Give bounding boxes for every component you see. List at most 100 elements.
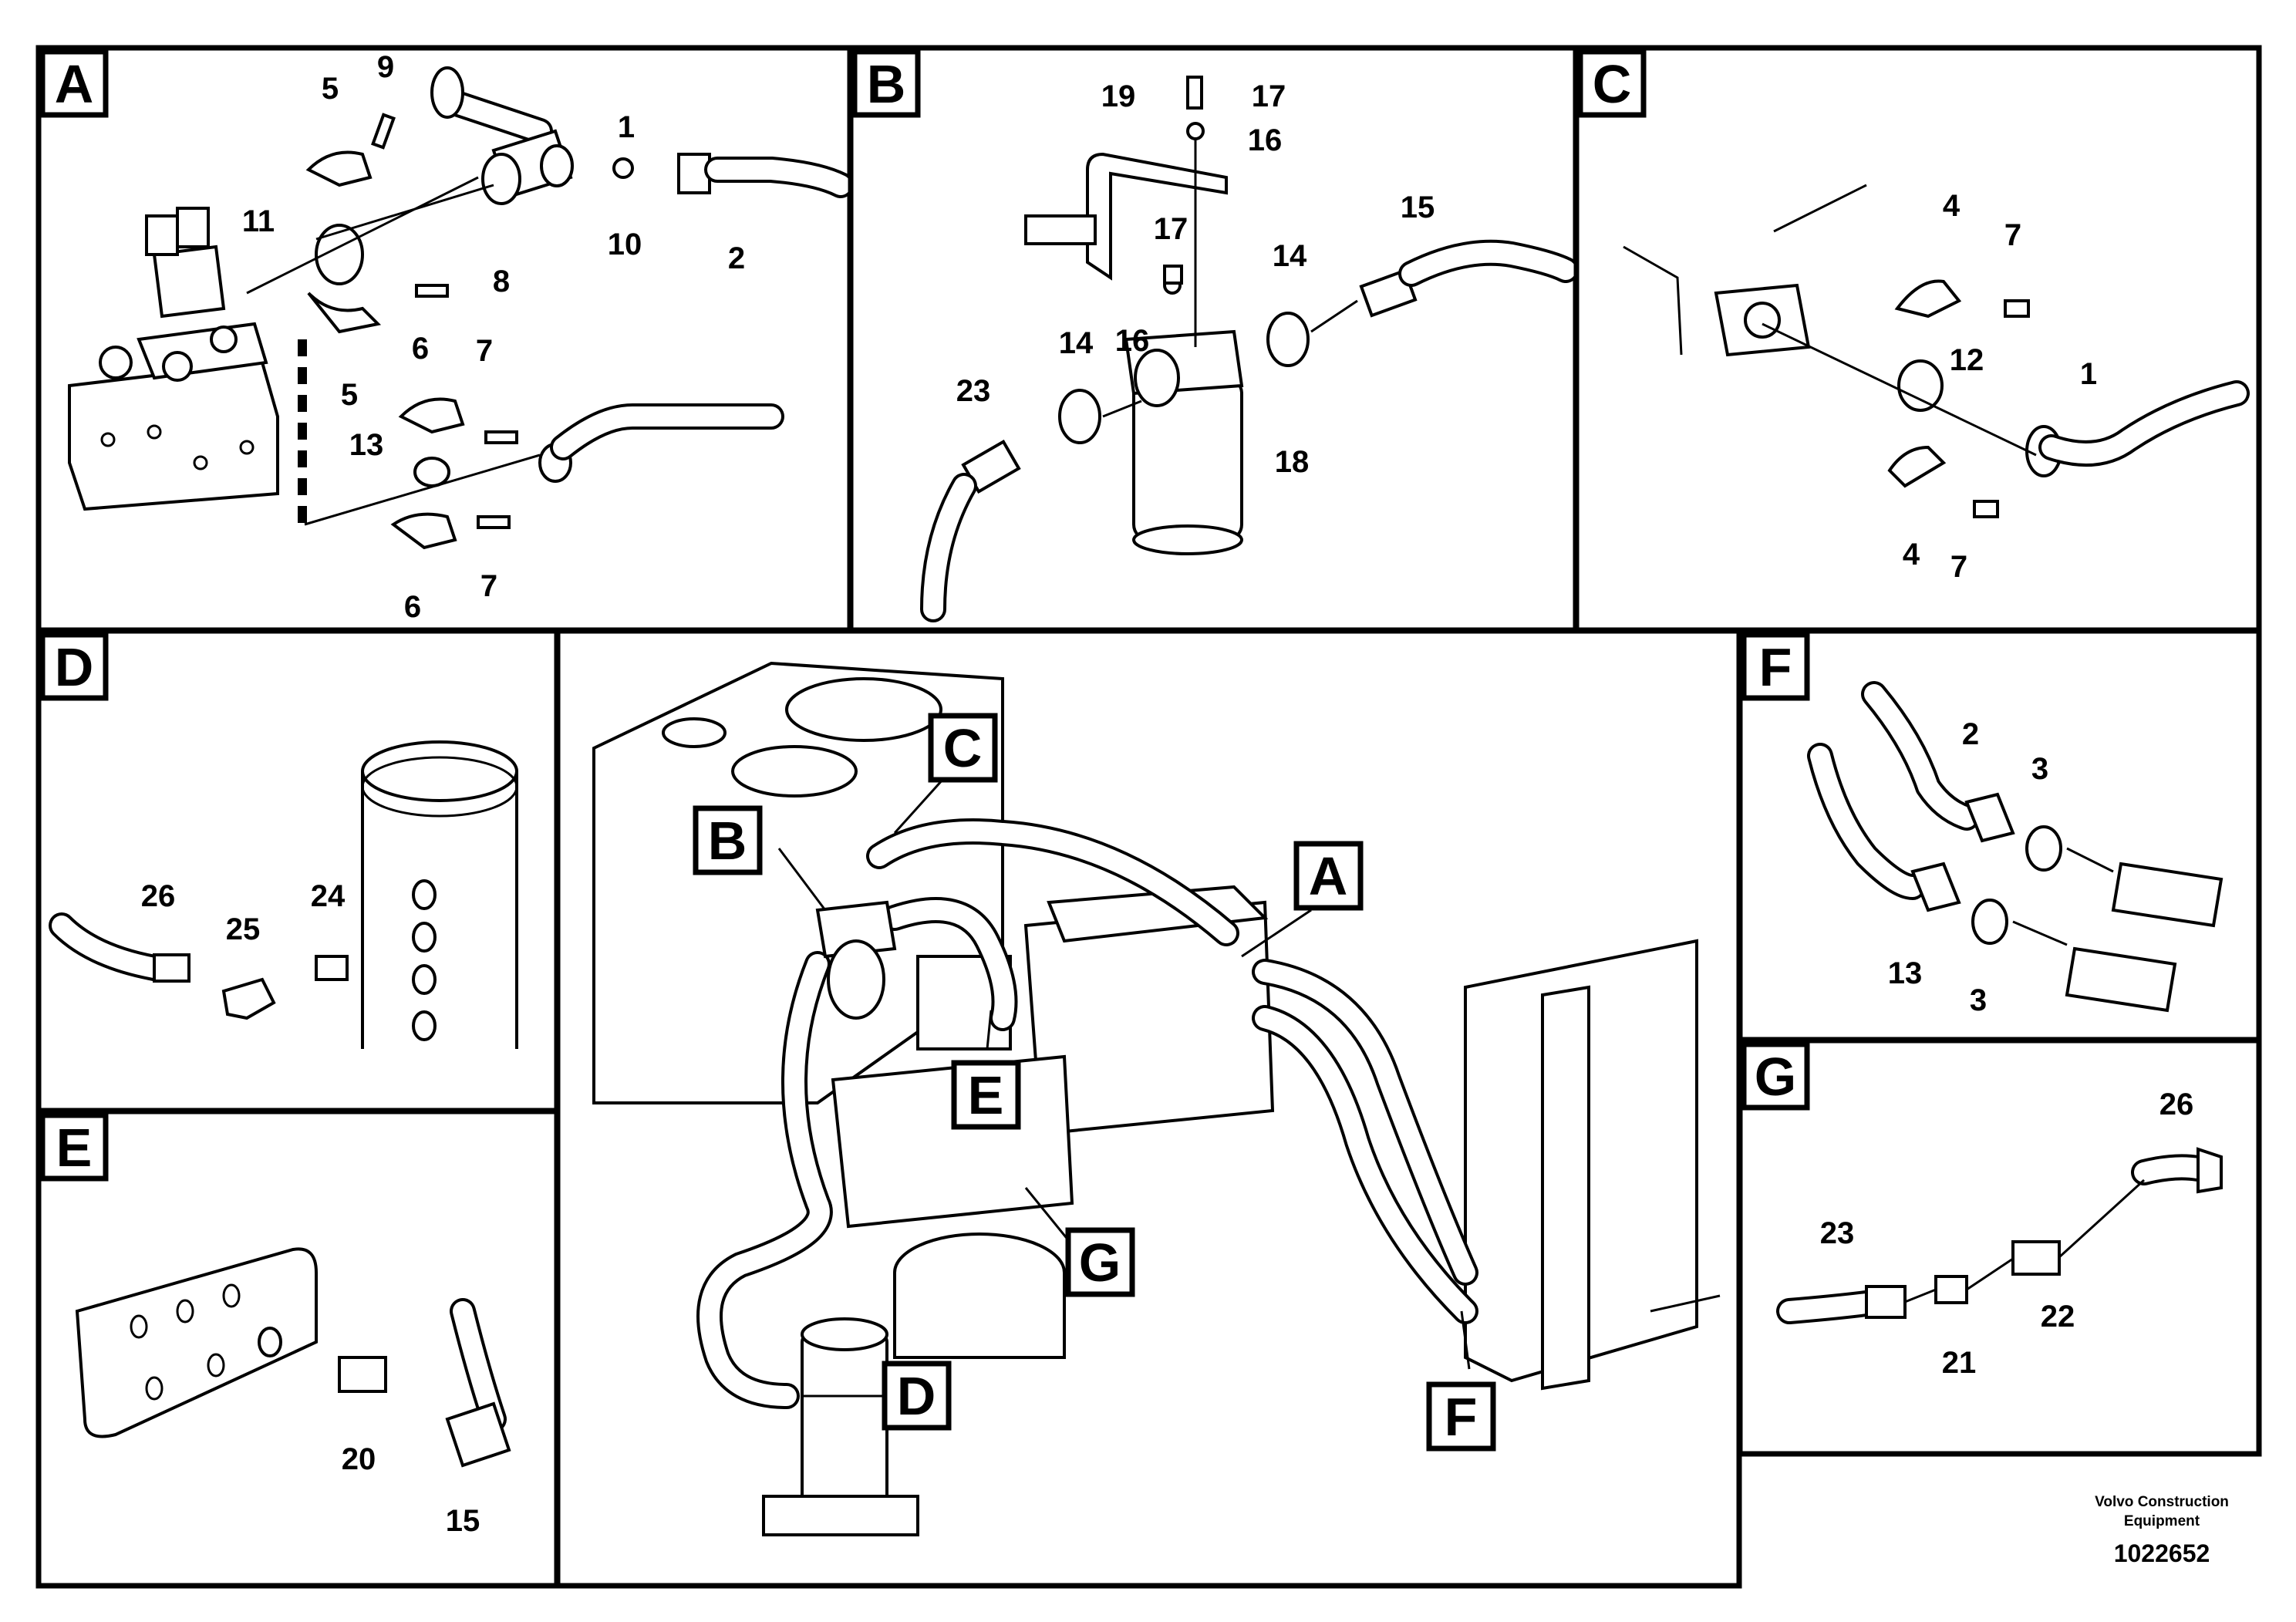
clamp-half-6-top (398, 397, 465, 434)
part-number-17: 17 (1252, 79, 1286, 113)
panel-g: G 23 21 22 26 (1737, 1037, 2262, 1457)
part-number-5: 5 (341, 378, 358, 412)
part-number-3: 3 (2031, 752, 2048, 786)
part-number-12: 12 (1950, 343, 1984, 377)
panel-e: E 20 15 (35, 1108, 560, 1589)
part-number-13: 13 (1888, 956, 1923, 990)
callout-e: E (968, 1065, 1004, 1125)
adapter-14-right (1266, 312, 1310, 367)
part-number-20: 20 (342, 1442, 376, 1476)
hose-13 (538, 403, 784, 483)
panel-d: D 26 25 24 (35, 628, 560, 1114)
hose-1-panel-c (2025, 380, 2250, 477)
adapter-21 (1934, 1275, 1968, 1304)
part-number-17: 17 (1154, 212, 1188, 246)
callout-c: C (943, 718, 983, 778)
callout-d: D (897, 1366, 936, 1426)
adapter-20 (338, 1356, 387, 1393)
part-number-1: 1 (2080, 357, 2097, 391)
part-number-24: 24 (311, 879, 346, 913)
part-number-15: 15 (446, 1504, 480, 1538)
callout-a: A (1309, 846, 1348, 906)
panel-f-label: F (1759, 637, 1792, 697)
adapter-22 (2011, 1240, 2061, 1276)
part-number-7: 7 (476, 334, 493, 368)
part-number-16: 16 (1248, 123, 1283, 157)
main-assembly-view: C B A E G D F (555, 628, 1742, 1589)
part-number-14: 14 (1059, 326, 1094, 360)
panel-c-label: C (1593, 54, 1632, 114)
panel-e-label: E (56, 1118, 93, 1178)
clamp-half-4-bottom (1887, 445, 1947, 488)
clamp-half-5-top (305, 150, 373, 187)
panel-f: F 2 3 13 3 (1737, 628, 2262, 1043)
panel-g-label: G (1755, 1047, 1796, 1107)
callout-b: B (708, 811, 747, 871)
part-number-23: 23 (956, 374, 991, 408)
part-number-15: 15 (1401, 191, 1435, 224)
adapter-14-left (1058, 389, 1101, 444)
part-number-23: 23 (1820, 1216, 1855, 1250)
part-number-5: 5 (322, 72, 339, 106)
part-number-1: 1 (618, 110, 635, 144)
panel-b: B 19 17 (848, 45, 1579, 633)
hose-2 (612, 153, 854, 198)
part-number-4: 4 (1943, 189, 1961, 223)
adapter-24 (315, 955, 349, 981)
swivel-cylinder (361, 740, 518, 1049)
callout-g: G (1079, 1233, 1121, 1293)
part-number-7: 7 (480, 569, 497, 603)
panel-d-label: D (55, 637, 94, 697)
part-number-16: 16 (1115, 324, 1150, 358)
control-valve-block (68, 207, 307, 532)
clamp-half-5-bottom (307, 292, 382, 334)
part-number-14: 14 (1273, 239, 1307, 273)
adapter-3-upper (2025, 825, 2062, 872)
elbow-25 (221, 977, 276, 1020)
clamp-half-6-bottom (390, 512, 457, 550)
part-number-6: 6 (412, 332, 429, 366)
brand-line-2: Equipment (2124, 1513, 2200, 1529)
part-number-26: 26 (141, 879, 176, 913)
part-number-3: 3 (1970, 983, 1987, 1017)
panel-b-label: B (867, 54, 906, 114)
mounting-plate (75, 1247, 318, 1438)
hose-15 (1359, 239, 1579, 318)
panel-a-label: A (55, 54, 94, 114)
part-number-22: 22 (2041, 1300, 2075, 1334)
part-number-8: 8 (493, 265, 510, 298)
part-number-13: 13 (349, 428, 384, 462)
part-number-21: 21 (1942, 1346, 1977, 1380)
part-number-6: 6 (404, 590, 421, 624)
oil-cooler (1464, 939, 1721, 1391)
part-number-7: 7 (2004, 218, 2021, 252)
drawing-footer: Volvo Construction Equipment 1022652 (2095, 1494, 2229, 1567)
drawing-number: 1022652 (2114, 1539, 2210, 1567)
o-ring-9 (413, 457, 450, 487)
part-number-7: 7 (1950, 550, 1967, 584)
brand-line-1: Volvo Construction (2095, 1494, 2229, 1510)
part-number-9: 9 (377, 50, 394, 84)
bracket-19 (1086, 152, 1228, 281)
part-number-26: 26 (2159, 1088, 2194, 1121)
panel-c: C 4 7 12 1 4 7 (1573, 45, 2262, 633)
clamp-half-4-top (1894, 279, 1962, 319)
part-number-18: 18 (1275, 445, 1310, 479)
hose-23 (920, 439, 1021, 622)
hose-1 (430, 66, 574, 205)
panel-a: A (35, 45, 854, 633)
filter-18 (1124, 329, 1244, 555)
part-number-2: 2 (1962, 717, 1979, 751)
part-number-10: 10 (608, 228, 642, 261)
o-ring-12 (1897, 359, 1944, 412)
part-number-25: 25 (226, 912, 261, 946)
adapter-3-lower (1971, 899, 2008, 945)
hydraulic-tank (592, 661, 1004, 1104)
center-swivel (762, 1317, 919, 1536)
part-number-11: 11 (242, 204, 275, 238)
part-number-2: 2 (728, 241, 745, 275)
part-number-19: 19 (1101, 79, 1136, 113)
swing-motor (831, 1054, 1074, 1359)
callout-f: F (1445, 1387, 1478, 1447)
